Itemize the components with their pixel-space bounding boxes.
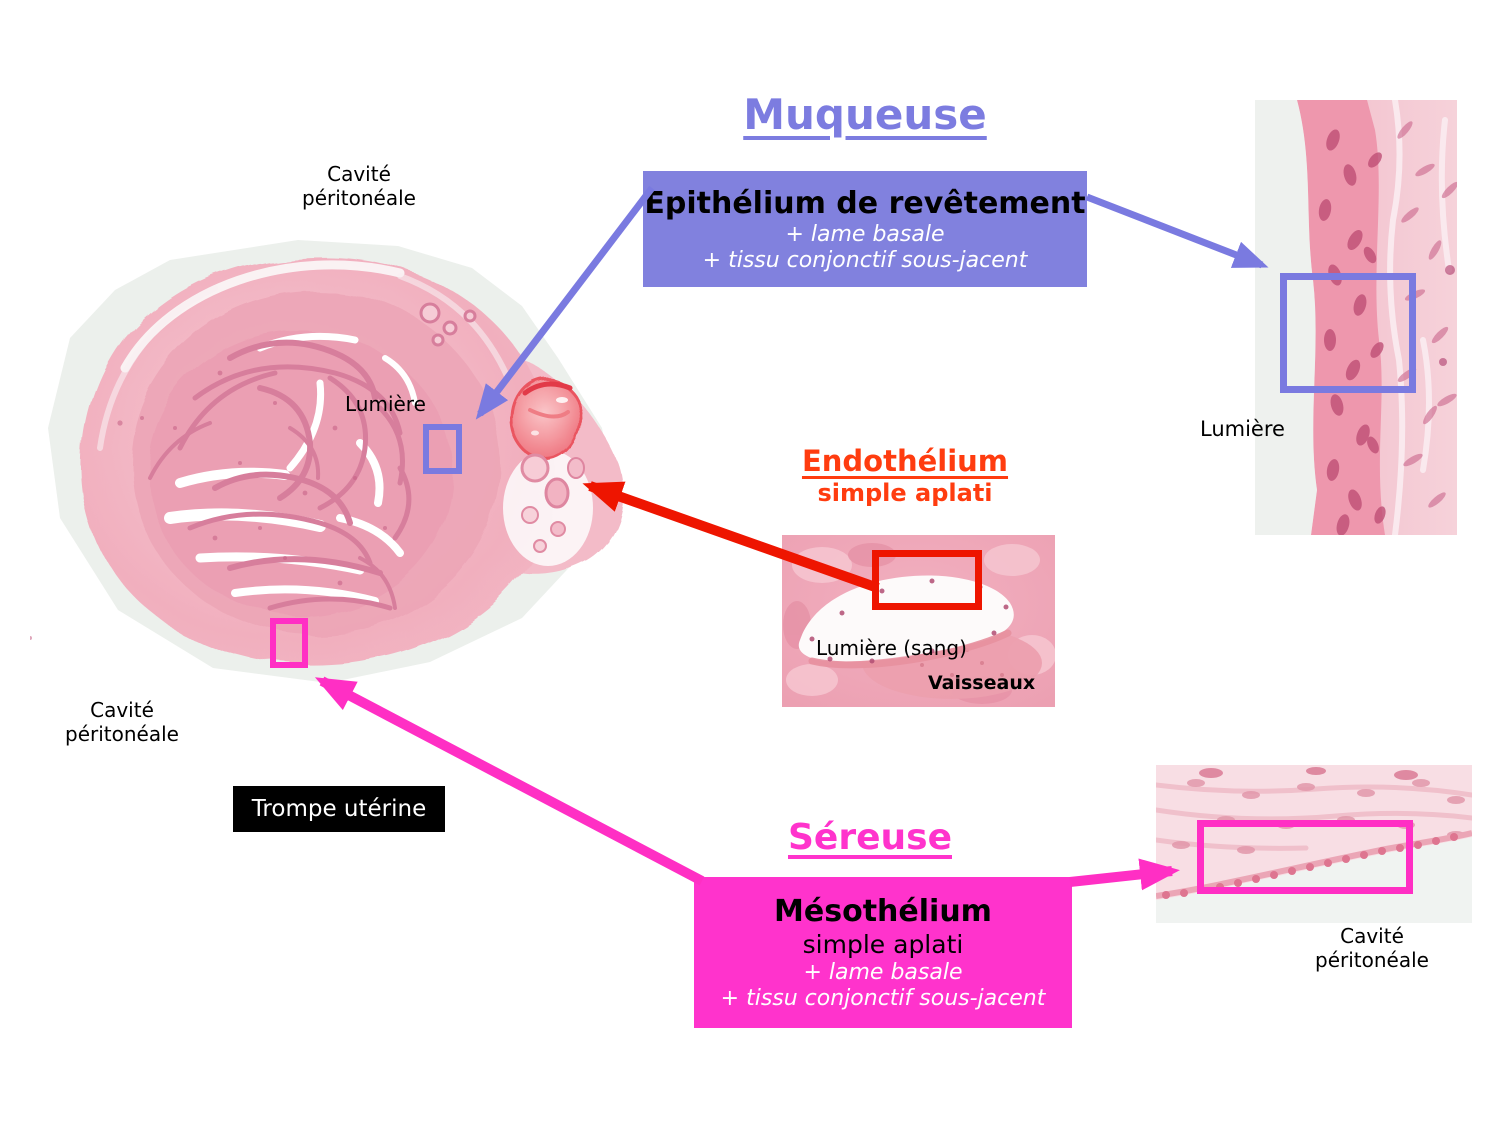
epithelium-heading: Epithélium de revêtement [644,185,1086,221]
title-sereuse: Séreuse [788,817,952,858]
arrow-mesothelium-to-section [314,676,705,886]
epithelium-sub2: + tissu conjonctif sous-jacent [702,247,1028,273]
mesothelium-sub2: + lame basale [803,960,963,985]
epithelium-sub1: + lame basale [785,221,945,247]
mesothelium-info-box: Mésothélium simple aplati + lame basale … [694,877,1072,1028]
label-lumiere-epithelium-image: Lumière [1200,417,1285,441]
mesothelium-sub3: + tissu conjonctif sous-jacent [720,986,1046,1011]
arrow-epithelium-to-micrograph [1085,193,1269,269]
highlight-box-serosa [270,618,308,668]
label-lumiere-sang: Lumière (sang) [816,636,967,660]
trompe-uterine-box: Trompe utérine [233,786,445,832]
highlight-box-epithelium [423,424,462,474]
title-muqueuse: Muqueuse [743,90,987,139]
endothelium-subtitle: simple aplati [817,479,993,507]
trompe-uterine-label: Trompe utérine [251,796,427,822]
title-endothelium: Endothélium simple aplati [770,444,1040,507]
uterine-tube-section-image [30,240,623,683]
label-cavite-serosa-image: Cavité péritonéale [1315,924,1429,972]
epithelium-info-box: Epithélium de revêtement + lame basale +… [643,171,1087,287]
label-lumiere-main: Lumière [345,392,426,416]
label-vaisseaux: Vaisseaux [928,672,1036,694]
label-cavite-peritoneale-bottom: Cavité péritonéale [65,698,179,746]
highlight-rect-serosa-zoom [1197,820,1413,894]
mesothelium-heading: Mésothélium [774,894,992,929]
endothelium-title: Endothélium [801,444,1009,478]
label-cavite-peritoneale-top: Cavité péritonéale [302,162,416,210]
mesothelium-sub1: simple aplati [802,930,964,959]
highlight-box-endothelium [872,550,982,610]
highlight-rect-epithelium-zoom [1280,273,1416,393]
serosa-micrograph [1156,765,1472,923]
